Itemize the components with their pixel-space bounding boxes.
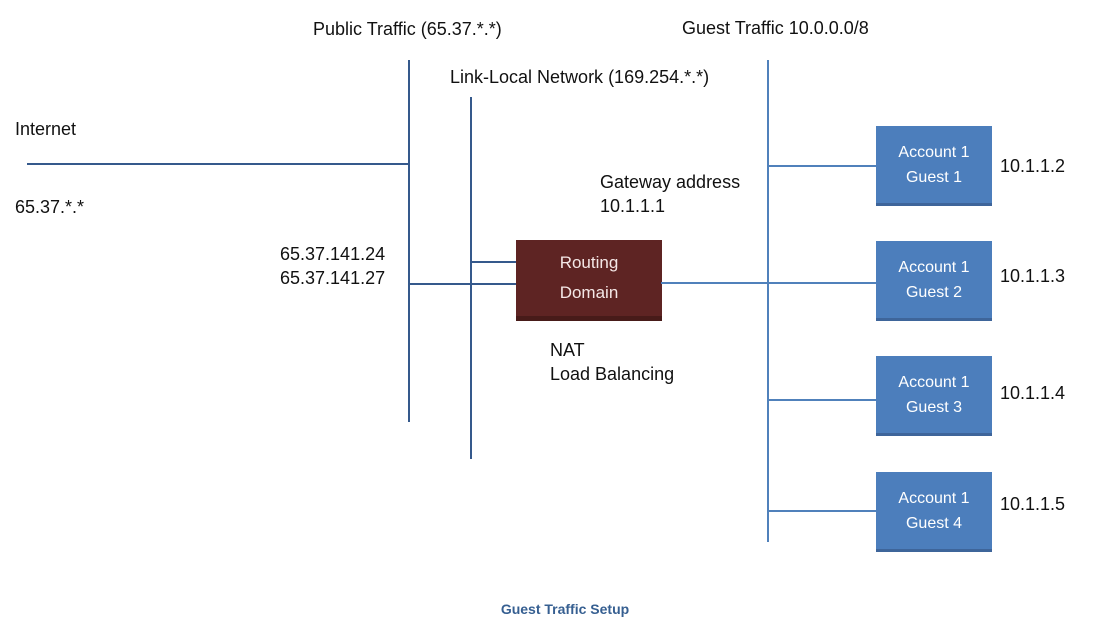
link-local-network-line	[470, 97, 472, 459]
guest-1-node: Account 1 Guest 1	[876, 126, 992, 206]
guest-4-ip-label: 10.1.1.5	[1000, 494, 1066, 514]
routing-domain-input-line-lower	[408, 283, 517, 285]
routing-services-labels: NAT Load Balancing	[550, 338, 674, 386]
public-ip-labels: 65.37.141.24 65.37.141.27	[280, 242, 385, 290]
guest-1-name-label: Guest 1	[905, 168, 963, 186]
guest-1-connector-line	[767, 165, 876, 167]
gateway-labels: Gateway address 10.1.1.1	[600, 170, 740, 218]
guest-4-node: Account 1 Guest 4	[876, 472, 992, 552]
routing-domain-label-line2: Domain	[559, 283, 619, 302]
internet-subnet-label: 65.37.*.*	[15, 197, 85, 217]
guest-4-account-label: Account 1	[898, 489, 970, 507]
public-ip-1-label: 65.37.141.24	[280, 244, 386, 264]
guest-3-name-label: Guest 3	[905, 398, 963, 416]
guest-4-connector-line	[767, 510, 876, 512]
routing-domain-label-line1: Routing	[559, 253, 619, 272]
internet-label: Internet	[15, 119, 77, 139]
guest-2-name-label: Guest 2	[905, 283, 963, 301]
routing-domain-output-line	[661, 282, 876, 284]
guest-3-connector-line	[767, 399, 876, 401]
figure-caption: Guest Traffic Setup	[500, 601, 630, 617]
routing-domain-node: Routing Domain	[516, 240, 662, 321]
guest-traffic-network-line	[767, 60, 769, 542]
routing-domain-input-line-upper	[471, 261, 517, 263]
guest-1-account-label: Account 1	[898, 143, 970, 161]
guest-3-node: Account 1 Guest 3	[876, 356, 992, 436]
guest-1-ip-label: 10.1.1.2	[1000, 156, 1066, 176]
guest-4-name-label: Guest 4	[905, 514, 963, 532]
guest-2-account-label: Account 1	[898, 258, 970, 276]
load-balancing-label: Load Balancing	[550, 364, 675, 384]
internet-connection-line	[27, 163, 410, 165]
guest-2-node: Account 1 Guest 2	[876, 241, 992, 321]
link-local-zone-label: Link-Local Network (169.254.*.*)	[450, 67, 710, 87]
public-traffic-network-line	[408, 60, 410, 422]
guest-3-account-label: Account 1	[898, 373, 970, 391]
gateway-ip-label: 10.1.1.1	[600, 196, 666, 216]
guest-3-ip-label: 10.1.1.4	[1000, 383, 1066, 403]
public-ip-2-label: 65.37.141.27	[280, 268, 386, 288]
gateway-address-label: Gateway address	[600, 172, 741, 192]
nat-label: NAT	[550, 340, 585, 360]
public-traffic-zone-label: Public Traffic (65.37.*.*)	[313, 19, 502, 39]
guest-2-ip-label: 10.1.1.3	[1000, 266, 1066, 286]
guest-traffic-zone-label: Guest Traffic 10.0.0.0/8	[682, 18, 869, 38]
